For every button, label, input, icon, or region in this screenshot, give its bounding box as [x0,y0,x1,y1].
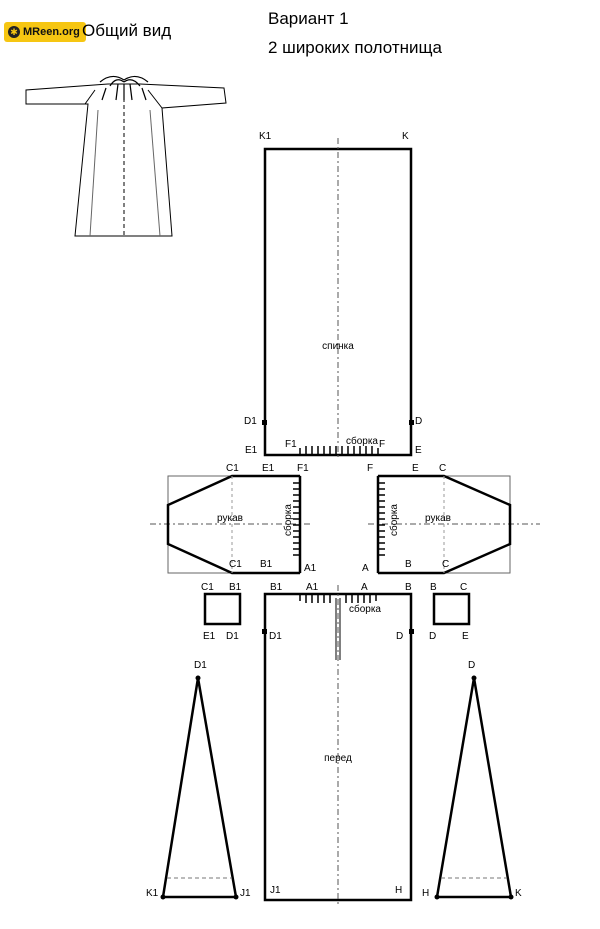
front-gather-label: сборка [349,603,381,615]
right-sleeve-gather-ticks [378,482,385,556]
left-sleeve-label: рукав [217,513,243,524]
left-gusset [203,592,242,626]
point-B1-sleeve: B1 [260,559,273,570]
point-K: K [402,131,409,142]
back-gather-label: сборка [346,435,378,447]
gusset-right-D: D [429,631,436,642]
watermark-badge: ✱ MReen.org [4,22,86,42]
point-F-sleeve: F [367,463,373,474]
point-A-front: A [361,582,368,593]
left-sleeve [150,474,310,575]
point-A-sleeve: A [362,563,369,574]
gusset-left-D1: D1 [226,631,239,642]
left-sleeve-gather-label: сборка [282,504,294,536]
gore-right-K: K [515,888,522,899]
point-E: E [415,445,422,456]
left-gore [160,675,239,900]
variant-subtitle: 2 широких полотнища [268,38,442,57]
point-A1-sleeve: A1 [304,563,317,574]
point-K1: K1 [259,131,272,142]
point-H: H [395,885,402,896]
gore-left-K1: K1 [146,888,159,899]
variant-title: Вариант 1 [268,9,349,28]
point-F1-sleeve: F1 [297,463,309,474]
point-C1-bottom: C1 [229,559,242,570]
watermark-text: MReen.org [23,26,80,38]
general-view-title: Общий вид [82,21,172,40]
point-C1-top: C1 [226,463,239,474]
shield-icon: ✱ [8,26,20,38]
point-B-sleeve: B [405,559,412,570]
point-F: F [379,439,385,450]
point-C-bottom: C [442,559,449,570]
shirt-overview [25,75,227,237]
back-gather-ticks [299,446,379,455]
point-D1-front: D1 [269,631,282,642]
point-B-front: B [405,582,412,593]
front-piece [262,585,414,905]
front-gather-ticks [299,594,377,603]
point-B1-front: B1 [270,582,283,593]
point-E-sleeve: E [412,463,419,474]
gusset-right-B: B [430,582,437,593]
gore-right-D: D [468,660,475,671]
right-gusset [432,592,471,626]
back-piece [262,138,414,460]
point-D1: D1 [244,416,257,427]
right-sleeve-label: рукав [425,513,451,524]
point-E1: E1 [245,445,258,456]
gusset-left-B1: B1 [229,582,242,593]
right-gore [434,675,514,900]
gusset-right-C: C [460,582,467,593]
point-J1: J1 [270,885,281,896]
gusset-right-E: E [462,631,469,642]
gore-left-D1: D1 [194,660,207,671]
gore-right-H: H [422,888,429,899]
point-A1-front: A1 [306,582,319,593]
point-F1: F1 [285,439,297,450]
point-C-top: C [439,463,446,474]
back-label: спинка [322,341,354,352]
left-sleeve-gather-ticks [293,482,300,556]
front-label: перед [324,753,352,764]
gore-left-J1: J1 [240,888,251,899]
right-sleeve-gather-label: сборка [388,504,400,536]
gusset-left-C1: C1 [201,582,214,593]
point-D-front: D [396,631,403,642]
gusset-left-E1: E1 [203,631,216,642]
right-sleeve [368,474,540,575]
point-D: D [415,416,422,427]
point-E1-sleeve: E1 [262,463,275,474]
